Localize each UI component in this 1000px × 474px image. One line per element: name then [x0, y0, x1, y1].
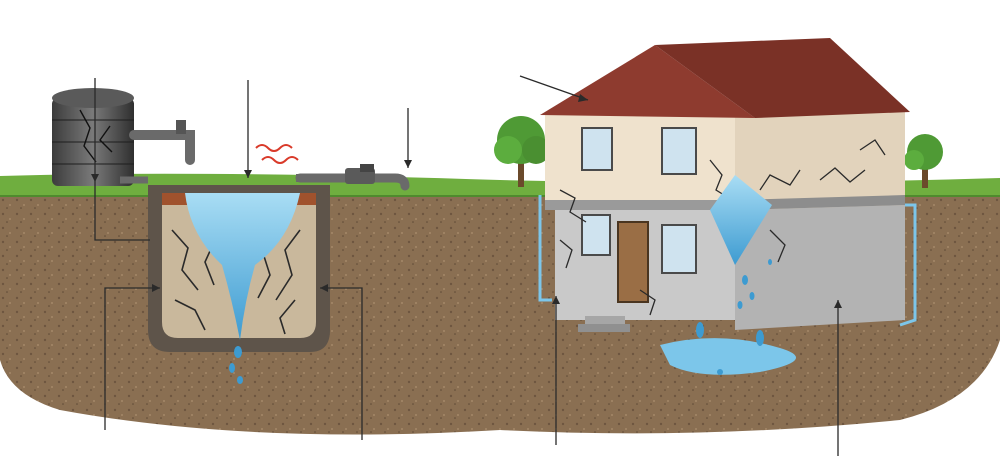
- upper-wall-side: [735, 100, 905, 210]
- water-droplet-icon: [737, 259, 772, 309]
- leader-arrows: [91, 94, 842, 308]
- leader-lines: [94, 75, 839, 456]
- heat-wave-icon: [255, 144, 299, 164]
- house-icon: [538, 38, 917, 375]
- door: [617, 221, 649, 303]
- water-drops: [229, 346, 243, 384]
- tank-top: [52, 88, 134, 108]
- wall-leak: [710, 175, 772, 265]
- pipe-icon: [120, 120, 410, 191]
- water-tank-icon: [52, 88, 134, 186]
- leader-right-bottom: [320, 287, 363, 440]
- concrete-pit: [148, 185, 330, 384]
- tree-icon: [904, 134, 943, 188]
- leaking-water: [185, 193, 300, 340]
- leader-roof: [519, 75, 589, 101]
- leader-left-bottom: [104, 287, 160, 430]
- windows: [581, 127, 697, 274]
- upper-wall-front: [545, 112, 735, 207]
- lower-wall-side: [735, 200, 905, 330]
- tree-icon: [494, 116, 550, 187]
- roof-side: [655, 38, 910, 118]
- tank-cracks: [79, 109, 113, 163]
- tank-ribs: [52, 119, 134, 165]
- left-downpipe: [538, 195, 552, 302]
- ground-puddle: [660, 338, 796, 375]
- splash-drops: [696, 322, 764, 375]
- roof-front: [540, 45, 755, 118]
- right-downpipe: [899, 203, 917, 327]
- leader-pit-wall: [94, 180, 150, 241]
